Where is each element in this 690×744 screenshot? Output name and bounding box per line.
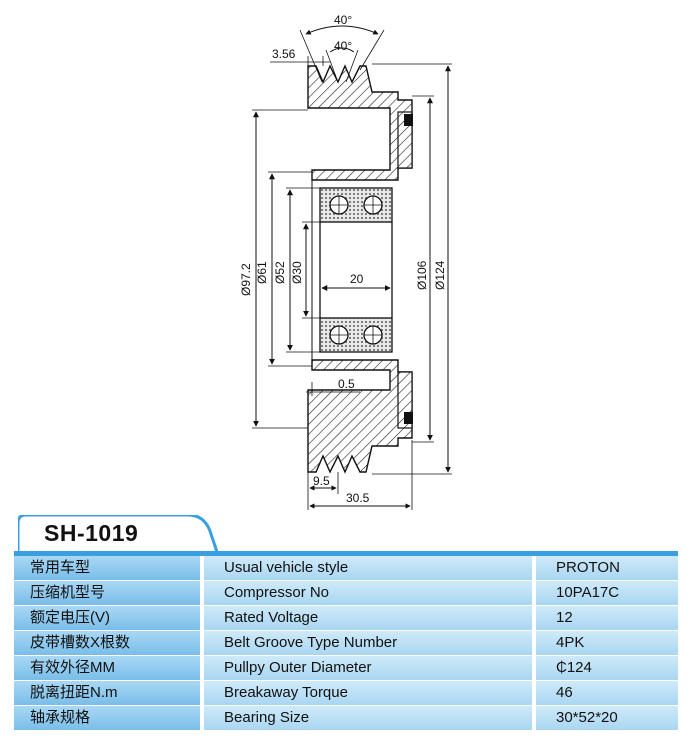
spec-row-compressor: 压缩机型号 Compressor No 10PA17C — [14, 581, 678, 605]
table-header-band — [14, 551, 678, 556]
spec-value: 10PA17C — [536, 581, 678, 605]
spec-value: 46 — [536, 681, 678, 705]
spec-label-en: Bearing Size — [204, 706, 532, 730]
spec-row-belt-groove: 皮带槽数X根数 Belt Groove Type Number 4PK — [14, 631, 678, 655]
label-gap: 0.5 — [338, 377, 355, 391]
spec-label-zh: 有效外径MM — [14, 656, 200, 680]
spec-label-zh: 轴承规格 — [14, 706, 200, 730]
spec-value: PROTON — [536, 556, 678, 580]
spec-label-zh: 脱离扭距N.m — [14, 681, 200, 705]
pulley-technical-drawing: 40° 40° 3.56 Ø97.2 Ø61 Ø52 Ø30 20 Ø106 Ø… — [239, 13, 452, 510]
label-angle-inner: 40° — [334, 39, 352, 53]
label-angle-outer: 40° — [334, 13, 352, 27]
lower-rivet — [404, 412, 413, 424]
label-overall-width: 30.5 — [346, 491, 370, 505]
label-d52: Ø52 — [273, 261, 287, 284]
label-d30: Ø30 — [290, 261, 304, 284]
spec-row-vehicle: 常用车型 Usual vehicle style PROTON — [14, 556, 678, 580]
spec-label-en: Breakaway Torque — [204, 681, 532, 705]
spec-row-torque: 脱离扭距N.m Breakaway Torque 46 — [14, 681, 678, 705]
label-d61: Ø61 — [255, 261, 269, 284]
upper-pulley-section — [307, 64, 413, 181]
spec-row-voltage: 额定电压(V) Rated Voltage 12 — [14, 606, 678, 630]
label-d106: Ø106 — [415, 260, 429, 290]
spec-label-zh: 额定电压(V) — [14, 606, 200, 630]
spec-row-bearing: 轴承规格 Bearing Size 30*52*20 — [14, 706, 678, 730]
upper-rivet — [404, 114, 413, 126]
spec-value: ₵124 — [536, 656, 678, 680]
model-tab-shape — [18, 515, 218, 555]
spec-label-zh: 皮带槽数X根数 — [14, 631, 200, 655]
spec-table: 常用车型 Usual vehicle style PROTON 压缩机型号 Co… — [14, 556, 678, 731]
spec-label-en: Usual vehicle style — [204, 556, 532, 580]
spec-label-en: Compressor No — [204, 581, 532, 605]
model-number: SH-1019 — [44, 520, 139, 546]
spec-value: 4PK — [536, 631, 678, 655]
spec-label-en: Pullpy Outer Diameter — [204, 656, 532, 680]
spec-value: 30*52*20 — [536, 706, 678, 730]
label-groove-pitch: 3.56 — [272, 47, 296, 61]
label-d97: Ø97.2 — [239, 263, 253, 296]
label-d124: Ø124 — [433, 260, 447, 290]
spec-label-en: Belt Groove Type Number — [204, 631, 532, 655]
label-offset: 9.5 — [313, 474, 330, 488]
label-bearing-width: 20 — [350, 272, 364, 286]
spec-label-en: Rated Voltage — [204, 606, 532, 630]
spec-label-zh: 常用车型 — [14, 556, 200, 580]
spec-row-outer-diameter: 有效外径MM Pullpy Outer Diameter ₵124 — [14, 656, 678, 680]
spec-value: 12 — [536, 606, 678, 630]
spec-label-zh: 压缩机型号 — [14, 581, 200, 605]
lower-pulley-section — [307, 359, 413, 474]
